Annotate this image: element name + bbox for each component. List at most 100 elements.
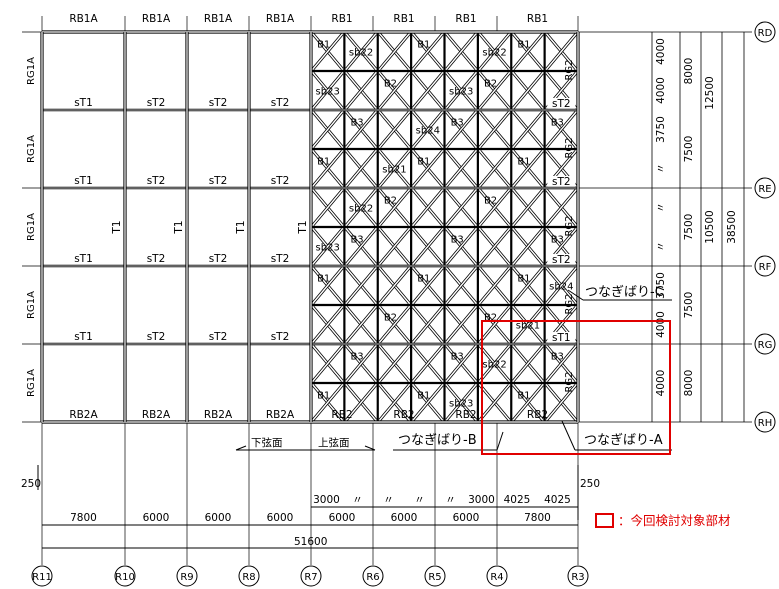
tie-label-bg — [547, 332, 576, 343]
dim-sub-label: 〃 — [414, 494, 425, 506]
brace-diagonal-core — [412, 111, 444, 148]
dim-span-label: 6000 — [205, 512, 232, 524]
brace-diagonal-core — [345, 306, 377, 343]
brace-diagonal-core — [312, 72, 343, 109]
sub-beam-label: sb22 — [349, 48, 373, 59]
brace-diagonal-core — [379, 72, 410, 109]
dim-fine-label: 〃 — [655, 202, 667, 213]
grid-label-col: R9 — [180, 572, 193, 583]
brace-diagonal-core — [445, 306, 477, 343]
tie-label: sT1 — [74, 97, 93, 109]
brace-diagonal-core — [379, 189, 410, 226]
brace-diagonal-core — [345, 228, 377, 265]
top-beam-label: RB1A — [266, 13, 295, 25]
brace-diagonal-core — [479, 228, 510, 265]
brace-diagonal-core — [412, 228, 444, 265]
brace-label: B3 — [451, 352, 464, 363]
primary-frame: RB1ARB2ARB1ARB2ARB1ARB2ARB1ARB2ARB1RB2RB… — [26, 13, 580, 424]
sub-beam-label: sb23 — [449, 87, 473, 98]
brace-label: B1 — [517, 157, 530, 168]
dim-edge-left: 250 — [21, 478, 41, 490]
grid-label-col: R5 — [428, 572, 441, 583]
brace-diagonal-core — [546, 189, 577, 226]
dim-mid-label: 7500 — [683, 292, 695, 319]
dim-sub-label: 3000 — [468, 494, 495, 506]
tie-label: sT2 — [271, 331, 290, 343]
brace-diagonal-core — [312, 111, 343, 148]
brace-label: B1 — [417, 157, 430, 168]
brace-label: B1 — [517, 40, 530, 51]
brace-label: B3 — [551, 235, 564, 246]
truss-tie-label: sT2 — [552, 176, 571, 188]
brace-label: B3 — [551, 352, 564, 363]
top-beam-label: RB1A — [204, 13, 233, 25]
brace-diagonal-core — [479, 150, 510, 187]
brace-diagonal-core — [512, 72, 544, 109]
legend-box — [595, 513, 614, 528]
brace-label: B2 — [384, 313, 397, 324]
brace-diagonal-core — [512, 384, 544, 421]
dim-span-label: 6000 — [143, 512, 170, 524]
label-tie-b: つなぎばり-B — [398, 433, 477, 448]
dim-sub-label: 3000 — [313, 494, 340, 506]
sub-beam-label: sb23 — [316, 87, 340, 98]
brace-diagonal-core — [479, 345, 510, 382]
brace-label: B2 — [484, 79, 497, 90]
grid-bubble-col — [567, 565, 589, 587]
bottom-beam-label: RB2 — [393, 409, 414, 421]
top-beam-label: RB1 — [527, 13, 548, 25]
brace-diagonal-core — [379, 111, 410, 148]
grid-bubble-row — [754, 177, 776, 199]
truss-tie-label: sT2 — [552, 254, 571, 266]
brace-label: B1 — [417, 274, 430, 285]
truss-bracing: B1sb23B1sb23B1B1sb22B3sb22B3B3B2sb21B2B2… — [309, 30, 580, 424]
brace-diagonal-core — [445, 111, 477, 148]
grid-bubble-col — [114, 565, 136, 587]
dim-group-label: 10500 — [704, 210, 716, 243]
brace-diagonal-core — [546, 345, 577, 382]
dim-mid-label: 8000 — [683, 58, 695, 85]
brace-diagonal-core — [479, 189, 510, 226]
brace-diagonal-core — [512, 306, 544, 343]
dim-span-label: 6000 — [329, 512, 356, 524]
dim-fine-label: 3750 — [655, 272, 667, 299]
brace-label: B3 — [350, 235, 363, 246]
brace-diagonal-core — [512, 150, 544, 187]
sub-beam-label: sb22 — [349, 204, 373, 215]
grid-label-col: R6 — [366, 572, 379, 583]
left-girder-label: RG1A — [26, 57, 37, 85]
right-girder-label: RG2 — [564, 137, 575, 158]
grid-bubble-row — [754, 333, 776, 355]
brace-diagonal-core — [445, 384, 477, 421]
right-girder-label: RG2 — [564, 293, 575, 314]
label-tie-a: つなぎばり-A — [584, 433, 663, 448]
brace-diagonal-core — [412, 189, 444, 226]
brace-diagonal-core — [345, 345, 377, 382]
brace-diagonal-core — [379, 384, 410, 421]
dim-sub-label: 〃 — [445, 494, 456, 506]
label-tie-c: つなぎばり-C — [585, 285, 664, 300]
truss-tie-label: sT1 — [552, 332, 571, 344]
brace-diagonal-core — [479, 384, 510, 421]
dim-span-label: 6000 — [267, 512, 294, 524]
brace-diagonal-core — [312, 345, 343, 382]
brace-diagonal-core — [512, 189, 544, 226]
brace-diagonal-core — [312, 150, 343, 187]
brace-diagonal-core — [479, 33, 510, 70]
brace-diagonal-core — [412, 72, 444, 109]
bottom-beam-label: RB2A — [204, 409, 233, 421]
brace-label: B1 — [317, 40, 330, 51]
grid-label-col: R7 — [304, 572, 317, 583]
brace-diagonal-core — [345, 33, 377, 70]
dim-sub-label: 〃 — [383, 494, 394, 506]
brace-diagonal-core — [546, 267, 577, 304]
bottom-beam-label: RB2A — [142, 409, 171, 421]
top-beam-label: RB1 — [331, 13, 352, 25]
dim-sub-label: 〃 — [352, 494, 363, 506]
brace-diagonal-core — [379, 33, 410, 70]
tie-label: sT2 — [209, 175, 228, 187]
grid-bubble-col — [486, 565, 508, 587]
brace-label: B1 — [317, 157, 330, 168]
brace-diagonal-core — [445, 267, 477, 304]
